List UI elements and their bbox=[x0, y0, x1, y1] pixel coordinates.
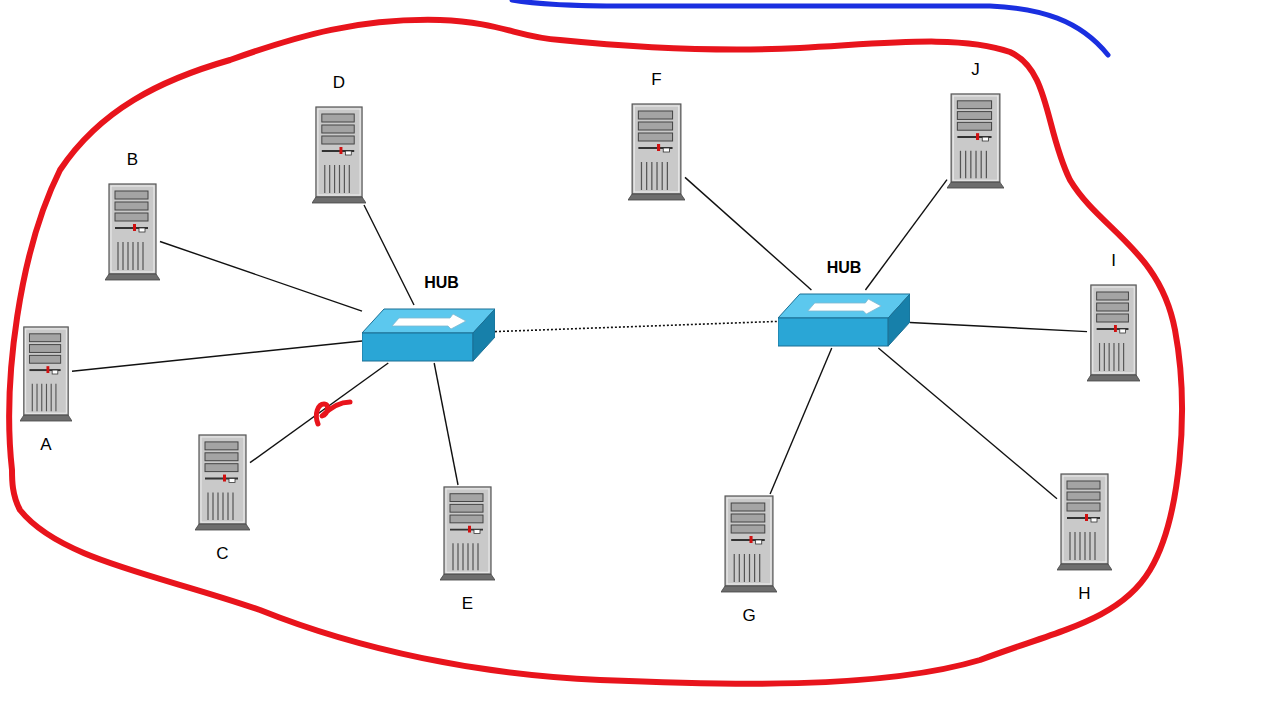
cable-link bbox=[364, 205, 414, 305]
node-label: J bbox=[971, 60, 980, 80]
server-icon bbox=[628, 102, 685, 202]
server-icon bbox=[1057, 472, 1112, 572]
server-shape bbox=[628, 102, 685, 202]
computer-node: F bbox=[628, 70, 685, 202]
computer-node: E bbox=[440, 485, 495, 614]
cable-link bbox=[250, 363, 388, 463]
server-shape bbox=[312, 105, 366, 205]
node-label: H bbox=[1078, 584, 1090, 604]
computer-node: D bbox=[312, 73, 366, 205]
server-shape bbox=[105, 182, 160, 282]
server-shape bbox=[20, 325, 72, 423]
hub-icon bbox=[778, 290, 910, 348]
server-shape bbox=[1087, 283, 1140, 383]
node-label: C bbox=[216, 544, 228, 564]
node-label: HUB bbox=[827, 258, 862, 278]
server-icon bbox=[947, 92, 1004, 190]
red-mark bbox=[316, 402, 350, 424]
node-label: A bbox=[40, 435, 51, 455]
server-icon bbox=[20, 325, 72, 423]
node-label: E bbox=[462, 594, 473, 614]
server-shape bbox=[440, 485, 495, 582]
computer-node: A bbox=[20, 325, 72, 455]
red-outline bbox=[9, 20, 1182, 684]
hub-shape bbox=[362, 305, 495, 363]
node-label: G bbox=[742, 606, 755, 626]
node-label: HUB bbox=[424, 273, 459, 293]
node-label: D bbox=[333, 73, 345, 93]
computer-node: G bbox=[721, 494, 777, 626]
server-icon bbox=[440, 485, 495, 582]
dotted-link bbox=[495, 321, 778, 331]
server-icon bbox=[105, 182, 160, 282]
server-icon bbox=[312, 105, 366, 205]
hub-shape bbox=[778, 290, 910, 348]
cable-link bbox=[72, 341, 362, 371]
cable-link bbox=[160, 241, 362, 311]
computer-node: H bbox=[1057, 472, 1112, 604]
node-label: B bbox=[127, 150, 138, 170]
server-shape bbox=[195, 433, 250, 532]
computer-node: J bbox=[947, 60, 1004, 190]
server-shape bbox=[947, 92, 1004, 190]
computer-node: B bbox=[105, 150, 160, 282]
blue-stroke bbox=[512, 0, 1108, 55]
computer-node: C bbox=[195, 433, 250, 564]
cable-link bbox=[865, 180, 947, 290]
cable-link bbox=[434, 363, 458, 485]
hub-node: HUB bbox=[778, 258, 910, 348]
hub-icon bbox=[362, 305, 495, 363]
hub-node: HUB bbox=[362, 273, 495, 363]
cable-link bbox=[878, 348, 1057, 499]
server-icon bbox=[721, 494, 777, 594]
node-label: F bbox=[651, 70, 661, 90]
server-icon bbox=[195, 433, 250, 532]
node-label: I bbox=[1111, 251, 1116, 271]
server-shape bbox=[721, 494, 777, 594]
cable-link bbox=[910, 322, 1087, 331]
computer-node: I bbox=[1087, 251, 1140, 383]
server-icon bbox=[1087, 283, 1140, 383]
cable-link bbox=[685, 177, 811, 290]
server-shape bbox=[1057, 472, 1112, 572]
cable-link bbox=[770, 348, 832, 494]
